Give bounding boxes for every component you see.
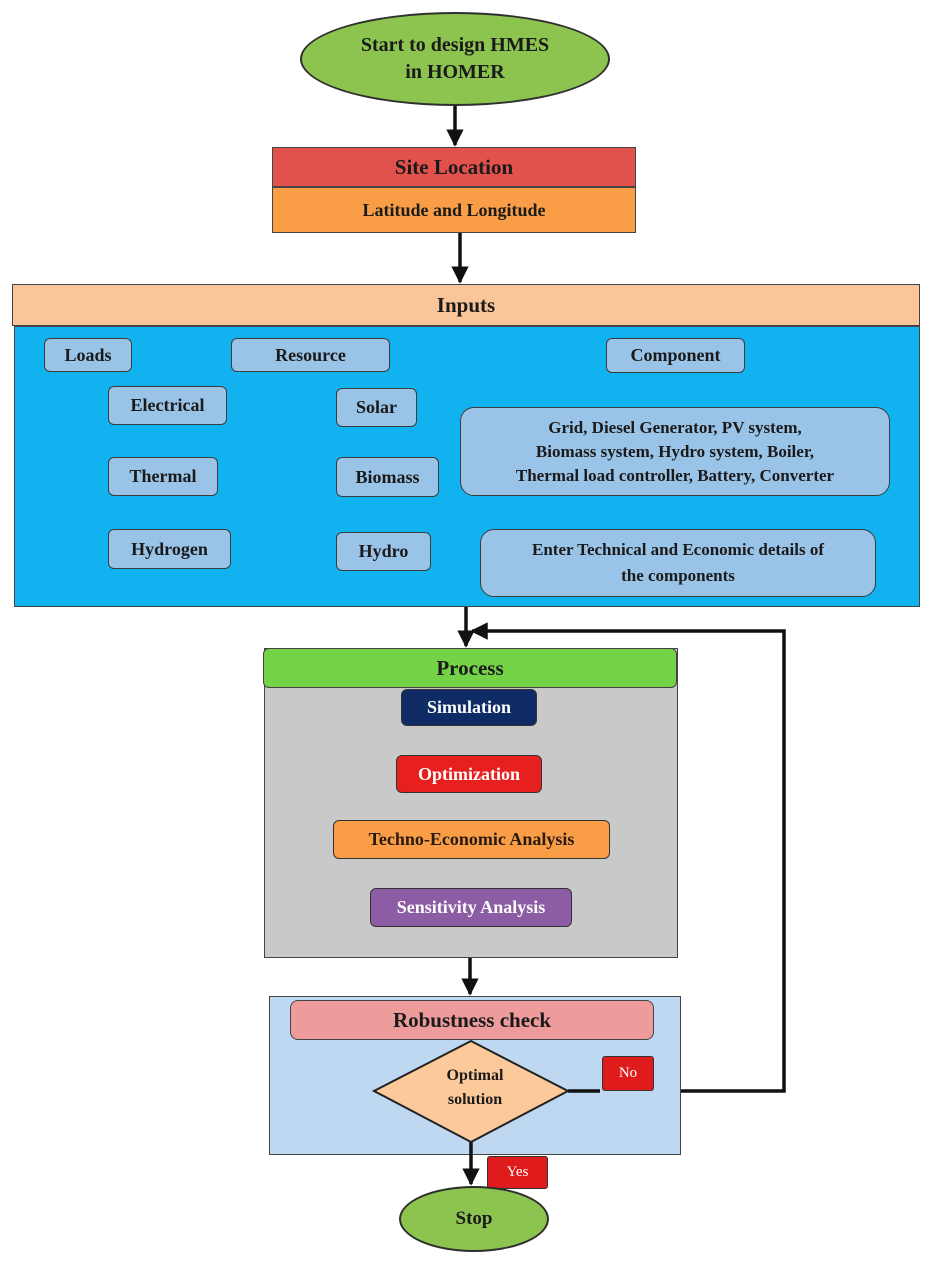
site-location-subtitle: Latitude and Longitude <box>272 187 636 233</box>
resource-item-solar: Solar <box>336 388 417 427</box>
load-item-hydrogen: Hydrogen <box>108 529 231 569</box>
resource-box: Resource <box>231 338 390 372</box>
step-simulation: Simulation <box>401 689 537 726</box>
decision-label: Optimal solution <box>380 1060 570 1116</box>
start-line-2: in HOMER <box>405 61 505 83</box>
inputs-title: Inputs <box>12 284 920 326</box>
step-optimization: Optimization <box>396 755 542 793</box>
loads-box: Loads <box>44 338 132 372</box>
component-list-line-1: Grid, Diesel Generator, PV system, <box>548 417 802 437</box>
load-item-electrical: Electrical <box>108 386 227 425</box>
yes-label: Yes <box>487 1156 548 1189</box>
step-techno-economic-analysis: Techno-Economic Analysis <box>333 820 610 859</box>
load-item-thermal: Thermal <box>108 457 218 496</box>
process-title: Process <box>263 648 677 688</box>
decision-line-2: solution <box>447 1091 503 1108</box>
decision-line-1: Optimal <box>446 1067 504 1084</box>
component-details-box: Enter Technical and Economic details of … <box>480 529 876 597</box>
resource-item-biomass: Biomass <box>336 457 439 497</box>
component-list-box: Grid, Diesel Generator, PV system, Bioma… <box>460 407 890 496</box>
start-terminal: Start to design HMES in HOMER <box>300 12 610 106</box>
component-details-line-2: the components <box>621 566 735 585</box>
component-box: Component <box>606 338 745 373</box>
component-list-line-2: Biomass system, Hydro system, Boiler, <box>535 441 815 461</box>
no-label: No <box>602 1056 654 1091</box>
stop-terminal: Stop <box>399 1186 549 1252</box>
start-line-1: Start to design HMES <box>360 34 550 56</box>
site-location-title: Site Location <box>272 147 636 187</box>
robustness-title: Robustness check <box>290 1000 654 1040</box>
component-list-line-3: Thermal load controller, Battery, Conver… <box>515 465 835 485</box>
resource-item-hydro: Hydro <box>336 532 431 571</box>
component-details-line-1: Enter Technical and Economic details of <box>531 540 824 559</box>
step-sensitivity-analysis: Sensitivity Analysis <box>370 888 572 927</box>
